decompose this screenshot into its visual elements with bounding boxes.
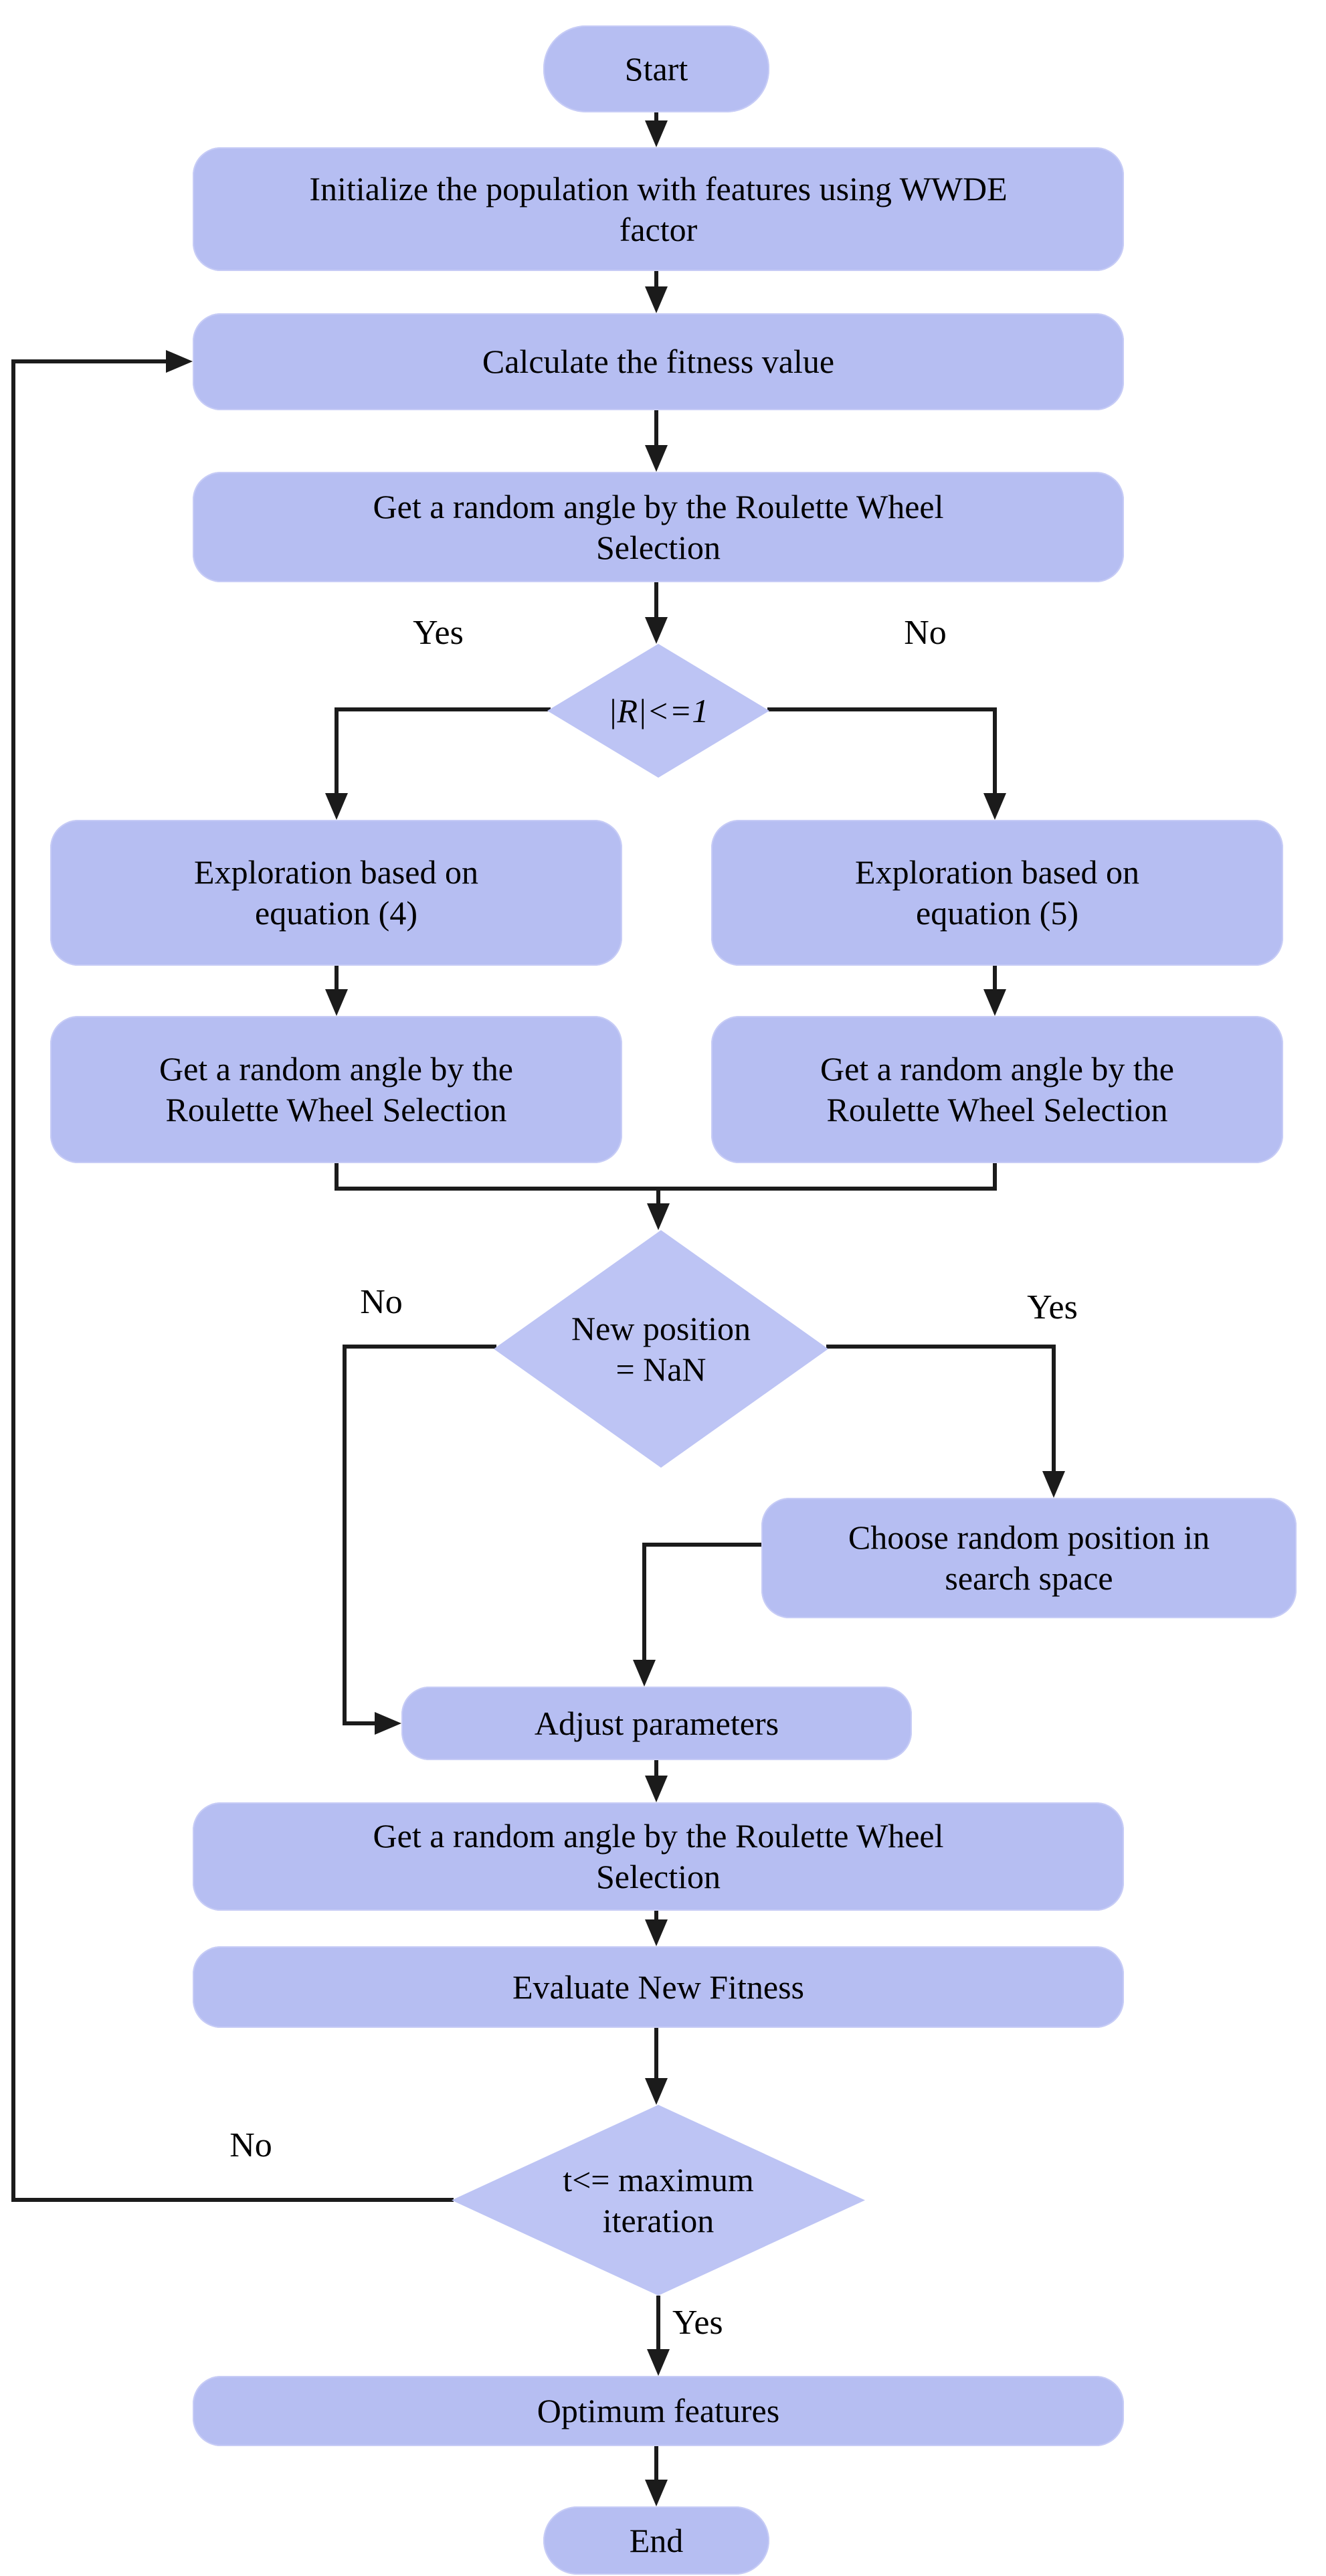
edge-merge-h — [335, 1187, 997, 1191]
edge-exploration4-rouletteleft — [335, 966, 339, 996]
node-roulette-selection-right: Get a random angle by the Roulette Wheel… — [711, 1016, 1283, 1163]
node-end: End — [543, 2506, 769, 2575]
node-initialize-label: Initialize the population with features … — [309, 169, 1008, 248]
decision-max-iteration-label: t<= maximum iteration — [563, 2160, 754, 2239]
node-optimum-label: Optimum features — [537, 2392, 780, 2429]
node-exploration-eq4-label: Exploration based on equation (4) — [194, 853, 478, 932]
label-nan-yes: Yes — [1027, 1288, 1078, 1326]
label-iteration-no: No — [229, 2126, 272, 2164]
edge-loop-top-h — [11, 359, 172, 363]
node-choose-random-label: Choose random position in search space — [848, 1519, 1210, 1597]
node-evaluate-new-fitness: Evaluate New Fitness — [193, 1946, 1124, 2028]
edge-roulette-rcondition — [654, 582, 658, 622]
decision-r-condition: |R|<=1 — [547, 644, 769, 778]
arrowhead-optimum-end — [645, 2480, 668, 2506]
node-adjust-parameters: Adjust parameters — [401, 1687, 912, 1760]
node-calculate-fitness: Calculate the fitness value — [193, 313, 1124, 410]
label-r-yes: Yes — [413, 614, 464, 652]
edge-merge-center-v — [656, 1187, 660, 1207]
edge-rcondition-no-h — [767, 707, 997, 711]
arrowhead-roulette-rcondition — [645, 617, 668, 644]
node-roulette-bottom-label: Get a random angle by the Roulette Wheel… — [373, 1817, 944, 1895]
arrowhead-merge-nancondition — [647, 1203, 670, 1230]
node-roulette-selection-top: Get a random angle by the Roulette Wheel… — [193, 472, 1124, 582]
arrowhead-no-exploration5 — [983, 793, 1006, 820]
node-exploration-eq5-label: Exploration based on equation (5) — [855, 853, 1139, 932]
decision-r-condition-label: |R|<=1 — [607, 691, 709, 729]
node-roulette-selection-bottom: Get a random angle by the Roulette Wheel… — [193, 1802, 1124, 1911]
edge-nan-yes-v — [1052, 1345, 1056, 1475]
edge-choose-adjust-v — [642, 1543, 646, 1664]
node-roulette-left-label: Get a random angle by the Roulette Wheel… — [159, 1050, 513, 1128]
edge-evaluate-iteration — [654, 2028, 658, 2083]
node-end-label: End — [629, 2521, 684, 2559]
label-nan-no: No — [360, 1283, 403, 1321]
edge-rcondition-yes-v — [335, 707, 339, 794]
edge-merge-right-v — [993, 1163, 997, 1191]
edge-merge-left-v — [335, 1163, 339, 1191]
edge-nan-no-v — [343, 1345, 347, 1725]
decision-new-position-nan: New position = NaN — [494, 1230, 828, 1468]
node-initialize-population: Initialize the population with features … — [193, 147, 1124, 271]
node-exploration-eq5: Exploration based on equation (5) — [711, 820, 1283, 966]
edge-iteration-yes-v — [656, 2296, 660, 2354]
arrowhead-nan-yes-choose — [1042, 1471, 1065, 1498]
arrowhead-choose-adjust — [633, 1660, 656, 1687]
arrowhead-nan-no-adjust — [375, 1712, 401, 1735]
arrowhead-iteration-optimum — [647, 2349, 670, 2376]
edge-choose-adjust-h — [642, 1543, 763, 1547]
arrowhead-yes-exploration4 — [325, 793, 348, 820]
label-iteration-yes: Yes — [672, 2304, 723, 2342]
node-adjust-parameters-label: Adjust parameters — [534, 1704, 779, 1742]
node-exploration-eq4: Exploration based on equation (4) — [50, 820, 622, 966]
arrowhead-loop-calculate — [166, 350, 193, 373]
edge-rcondition-yes-h — [337, 707, 551, 711]
edge-roulette-evaluate — [654, 1911, 658, 1925]
arrowhead-calculate-roulette — [645, 445, 668, 472]
arrowhead-start-initialize — [645, 120, 668, 147]
node-choose-random-position: Choose random position in search space — [761, 1498, 1297, 1618]
edge-iteration-no-h — [11, 2198, 454, 2202]
arrowhead-evaluate-iteration — [645, 2078, 668, 2105]
arrowhead-initialize-calculate — [645, 286, 668, 313]
node-roulette-right-label: Get a random angle by the Roulette Wheel… — [820, 1050, 1174, 1128]
edge-initialize-calculate — [654, 271, 658, 291]
edge-calculate-roulette — [654, 410, 658, 450]
arrowhead-exploration4-rouletteleft — [325, 989, 348, 1016]
edge-rcondition-no-v — [993, 707, 997, 794]
node-calculate-label: Calculate the fitness value — [482, 343, 835, 380]
edge-optimum-end — [654, 2446, 658, 2486]
decision-max-iteration: t<= maximum iteration — [452, 2105, 865, 2296]
node-evaluate-label: Evaluate New Fitness — [512, 1968, 804, 2006]
arrowhead-roulette-evaluate — [645, 1919, 668, 1946]
decision-nan-label: New position = NaN — [571, 1309, 751, 1388]
label-r-no: No — [904, 614, 947, 652]
node-roulette-top-label: Get a random angle by the Roulette Wheel… — [373, 487, 944, 566]
edge-exploration5-rouletteright — [993, 966, 997, 996]
edge-adjust-roulette — [654, 1760, 658, 1782]
node-start-label: Start — [624, 50, 688, 88]
node-optimum-features: Optimum features — [193, 2376, 1124, 2446]
node-roulette-selection-left: Get a random angle by the Roulette Wheel… — [50, 1016, 622, 1163]
arrowhead-exploration5-rouletteright — [983, 989, 1006, 1016]
arrowhead-adjust-roulette — [645, 1776, 668, 1802]
edge-nan-no-h1 — [343, 1345, 496, 1349]
edge-nan-no-h2 — [343, 1721, 381, 1725]
node-start: Start — [543, 25, 769, 112]
edge-start-initialize — [654, 112, 658, 126]
edge-nan-yes-h — [826, 1345, 1056, 1349]
edge-iteration-no-v — [11, 361, 15, 2202]
